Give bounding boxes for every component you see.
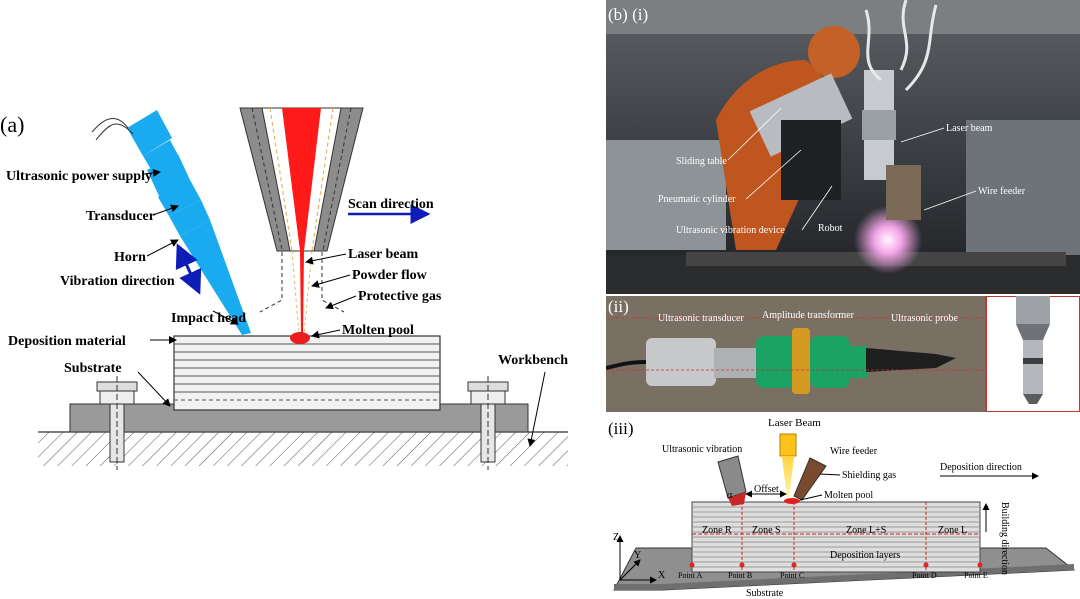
photo-i-pneumatic-cylinder: Pneumatic cylinder	[658, 194, 736, 205]
photo-ultrasonic-device: (ii) Ultrasonic transducer Amplitude tra…	[606, 296, 1080, 412]
label-deposition-material: Deposition material	[8, 334, 126, 349]
panel-a-label: (a)	[0, 112, 24, 137]
label-molten-pool: Molten pool	[342, 323, 414, 338]
iii-building-direction: Building direction	[999, 502, 1010, 575]
iii-zone-r: Zone R	[702, 525, 732, 536]
iii-laser-head	[779, 433, 797, 457]
iii-point-e: Point E	[964, 571, 988, 580]
schematic-a: (a)	[0, 107, 568, 470]
iii-zone-l: Zone L	[938, 525, 967, 536]
vibration-arrow	[175, 243, 202, 295]
iii-alpha: α	[727, 490, 733, 501]
molten-pool	[290, 332, 310, 344]
iii-laser-cone	[782, 456, 794, 500]
iii-deposition-direction: Deposition direction	[940, 462, 1022, 473]
iii-point-b-marker	[739, 562, 745, 568]
schematic-iii: (iii) Zone R Zone S Zone L+S Zone L Depo…	[608, 417, 1076, 599]
probe-closeup	[1016, 296, 1050, 404]
iii-molten-pool	[784, 498, 800, 504]
label-powder-flow: Powder flow	[352, 268, 428, 283]
photo-robot-setup: (b) (i) Laser beam Sliding table Wire fe…	[606, 0, 1080, 294]
label-ultrasonic-power-supply: Ultrasonic power supply	[6, 169, 152, 184]
iii-offset: Offset	[754, 484, 779, 495]
iii-point-d-marker	[923, 562, 929, 568]
label-substrate: Substrate	[64, 361, 122, 376]
iii-substrate-label: Substrate	[746, 588, 784, 599]
label-protective-gas: Protective gas	[358, 289, 442, 304]
workbench	[38, 432, 568, 466]
iii-shielding-gas: Shielding gas	[842, 470, 896, 481]
bolt-right	[467, 376, 509, 470]
deposition-block	[173, 335, 441, 411]
iii-wire-feeder-label: Wire feeder	[830, 446, 878, 457]
photo-i-label: (b) (i)	[608, 5, 648, 24]
label-laser-beam: Laser beam	[348, 247, 418, 262]
iii-point-c: Point C	[780, 571, 804, 580]
iii-deposition-block	[691, 501, 981, 573]
iii-zone-s: Zone S	[752, 525, 781, 536]
bolt-left	[96, 376, 138, 470]
iii-point-d: Point D	[912, 571, 937, 580]
iii-laser-beam: Laser Beam	[768, 417, 821, 429]
iii-wire-feeder	[793, 457, 827, 501]
photo-i-wire-feeder: Wire feeder	[978, 186, 1026, 197]
iii-label: (iii)	[608, 419, 634, 438]
label-vibration-direction: Vibration direction	[60, 274, 175, 289]
iii-point-e-marker	[977, 562, 983, 568]
iii-ultrasonic-vibration: Ultrasonic vibration	[662, 444, 742, 455]
photo-ii-ultrasonic-probe: Ultrasonic probe	[891, 313, 958, 324]
photo-i-ultrasonic-vibration-device: Ultrasonic vibration device	[676, 225, 785, 236]
iii-axis-y: Y	[634, 550, 641, 561]
iii-point-c-marker	[791, 562, 797, 568]
label-impact-head: Impact head	[171, 311, 246, 326]
iii-molten-pool-label: Molten pool	[824, 490, 873, 501]
label-workbench: Workbench	[498, 353, 568, 368]
power-cable	[91, 118, 134, 141]
iii-axis-z: Z	[613, 532, 619, 543]
photo-ii-amplitude-transformer: Amplitude transformer	[762, 310, 855, 321]
photo-i-robot: Robot	[818, 223, 843, 234]
photo-ii-ultrasonic-transducer: Ultrasonic transducer	[658, 313, 744, 324]
iii-deposition-layers: Deposition layers	[830, 550, 900, 561]
photo-ii-label: (ii)	[608, 297, 629, 316]
label-transducer: Transducer	[86, 209, 155, 224]
iii-axis-x: X	[658, 570, 666, 581]
iii-point-a-marker	[689, 562, 695, 568]
iii-point-b: Point B	[728, 571, 752, 580]
label-horn: Horn	[114, 250, 146, 265]
iii-zone-ls: Zone L+S	[846, 525, 886, 536]
laser-beam-cone	[300, 251, 304, 336]
photo-i-laser-beam: Laser beam	[946, 123, 993, 134]
photo-i-sliding-table: Sliding table	[676, 156, 727, 167]
label-scan-direction: Scan direction	[348, 197, 434, 212]
laser-nozzle	[239, 107, 364, 252]
iii-point-a: Point A	[678, 571, 702, 580]
